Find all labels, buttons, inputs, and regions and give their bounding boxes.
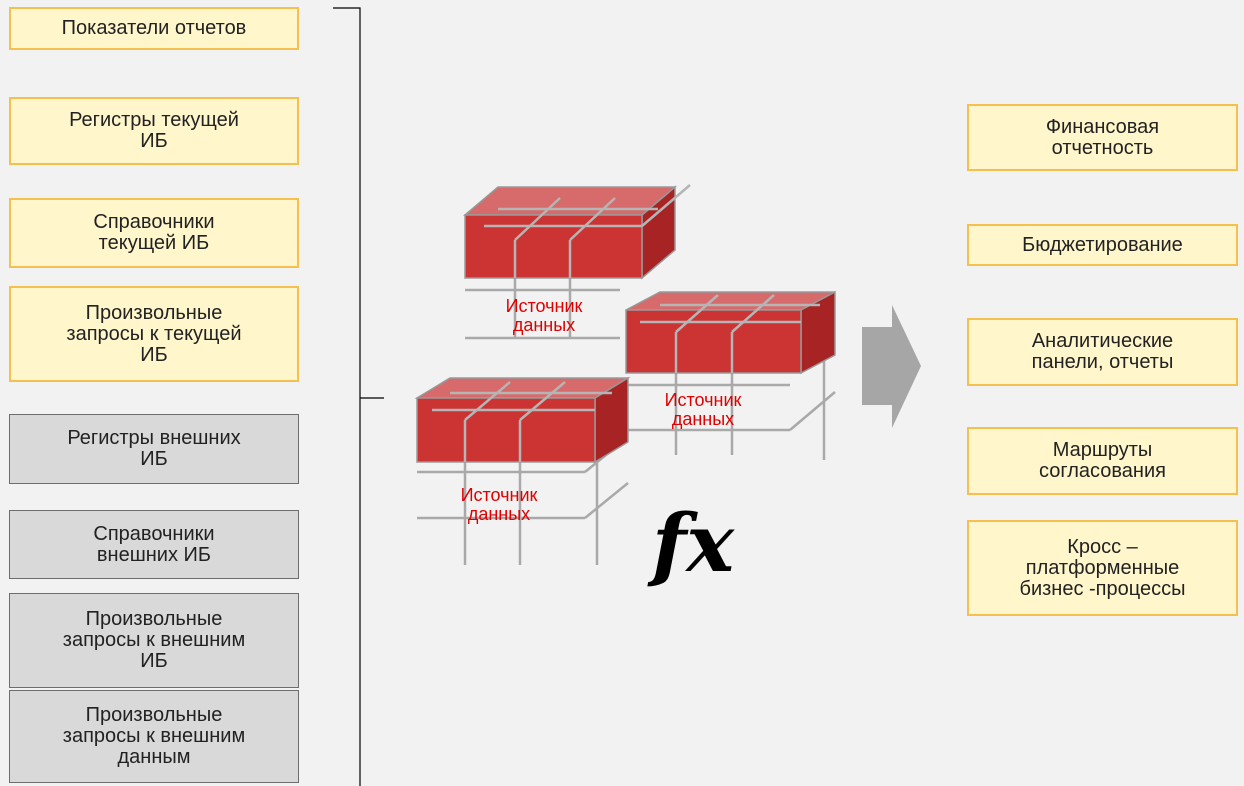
data-source-cube-1 — [462, 184, 691, 340]
source-external-registers[interactable]: Регистры внешних ИБ — [9, 414, 299, 484]
data-source-label-1: Источник данных — [505, 296, 583, 335]
source-current-registers[interactable]: Регистры текущей ИБ — [9, 97, 299, 165]
source-external-queries[interactable]: Произвольные запросы к внешним ИБ — [9, 593, 299, 688]
data-source-cube-3 — [414, 376, 631, 565]
output-cross-platform-processes[interactable]: Кросс – платформенные бизнес -процессы — [967, 520, 1238, 616]
output-financial-reporting[interactable]: Финансовая отчетность — [967, 104, 1238, 171]
source-current-catalogs[interactable]: Справочники текущей ИБ — [9, 198, 299, 268]
data-source-label-3: Источник данных — [460, 485, 538, 524]
source-label: Произвольные запросы к внешним ИБ — [62, 608, 246, 672]
output-label: Кросс – платформенные бизнес -процессы — [1019, 535, 1186, 600]
output-budgeting[interactable]: Бюджетирование — [967, 224, 1238, 266]
source-label: Регистры текущей ИБ — [69, 109, 239, 152]
output-label: Маршруты согласования — [1039, 439, 1166, 482]
source-label: Произвольные запросы к внешним данным — [62, 704, 246, 768]
formula-fx-icon: fx — [652, 496, 735, 590]
output-label: Бюджетирование — [1022, 233, 1183, 256]
output-label: Аналитические панели, отчеты — [1031, 330, 1174, 373]
source-external-data-queries[interactable]: Произвольные запросы к внешним данным — [9, 690, 299, 783]
source-report-indicators[interactable]: Показатели отчетов — [9, 7, 299, 50]
data-source-cube-2 — [625, 290, 836, 460]
arrow-right-icon — [862, 305, 921, 428]
output-approval-routes[interactable]: Маршруты согласования — [967, 427, 1238, 495]
source-label: Произвольные запросы к текущей ИБ — [66, 301, 242, 366]
bracket — [333, 7, 384, 786]
source-label: Справочники внешних ИБ — [93, 522, 215, 566]
output-analytic-panels[interactable]: Аналитические панели, отчеты — [967, 318, 1238, 386]
output-label: Финансовая отчетность — [1045, 115, 1160, 159]
source-label: Справочники текущей ИБ — [93, 211, 215, 254]
source-label: Регистры внешних ИБ — [67, 427, 241, 470]
source-label: Показатели отчетов — [61, 17, 247, 39]
source-external-catalogs[interactable]: Справочники внешних ИБ — [9, 510, 299, 579]
source-current-queries[interactable]: Произвольные запросы к текущей ИБ — [9, 286, 299, 382]
data-source-label-2: Источник данных — [664, 390, 742, 429]
